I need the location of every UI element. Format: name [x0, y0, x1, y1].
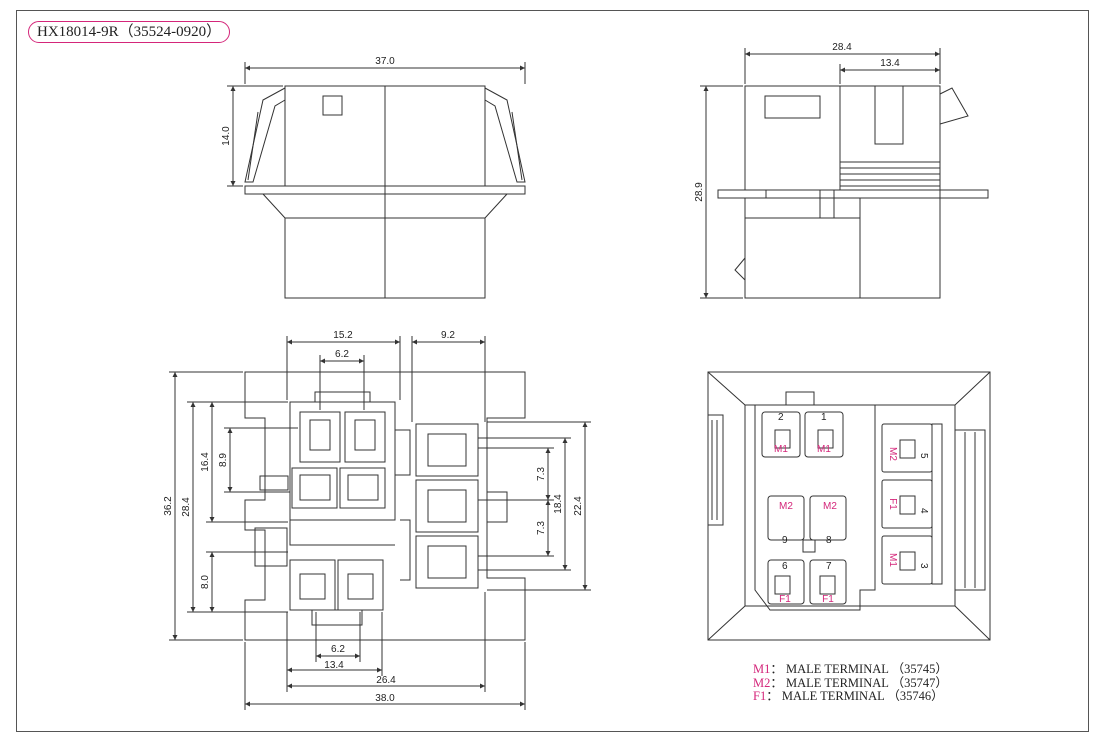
dim-front-16-4: 16.4 [200, 452, 211, 472]
cavity-number: 7 [826, 561, 832, 572]
dim-front-26-4: 26.4 [376, 675, 396, 686]
dim-front-6-2-bottom: 6.2 [331, 644, 345, 655]
legend-text: MALE TERMINAL （35745） [786, 662, 948, 676]
dim-side-inner: 13.4 [880, 58, 900, 69]
cavity-number: 8 [826, 535, 832, 546]
legend-separator: ： [770, 675, 783, 690]
terminal-code: M2 [823, 501, 837, 512]
terminal-code: M2 [779, 501, 793, 512]
legend-code: M2 [753, 675, 771, 690]
dim-front-22-4: 22.4 [573, 496, 584, 516]
terminal-code: F1 [779, 594, 791, 605]
dim-front-15-2: 15.2 [333, 330, 353, 341]
terminal-code: M1 [774, 444, 788, 455]
cavity-number: 2 [778, 412, 784, 423]
dim-front-6-2-top: 6.2 [335, 349, 349, 360]
dim-front-36-2: 36.2 [163, 496, 174, 516]
dim-front-8-9: 8.9 [218, 453, 229, 467]
legend-separator: ： [766, 689, 779, 703]
dim-side-width: 28.4 [832, 42, 852, 53]
legend-separator: ： [770, 662, 783, 676]
dim-side-height: 28.9 [694, 182, 705, 202]
terminal-code: M1 [887, 553, 898, 567]
legend-text: MALE TERMINAL （35747） [786, 675, 948, 690]
legend-text: MALE TERMINAL （35746） [781, 689, 944, 703]
cavity-number: 4 [918, 508, 929, 514]
dim-front-7-3-b: 7.3 [536, 521, 547, 535]
cavity-number: 9 [782, 535, 788, 546]
top-view-left [227, 62, 526, 299]
dim-front-28-4: 28.4 [181, 497, 192, 517]
cavity-number: 5 [918, 453, 929, 459]
dim-front-38-0: 38.0 [375, 693, 395, 704]
dim-front-7-3-a: 7.3 [536, 467, 547, 481]
terminal-code: M1 [817, 444, 831, 455]
cavity-number: 3 [918, 563, 929, 569]
terminal-code: F1 [887, 498, 898, 510]
legend-row: F1： MALE TERMINAL （35746） [753, 689, 948, 704]
legend-code: F1 [753, 689, 767, 703]
front-view [169, 336, 591, 710]
legend-row: M2： MALE TERMINAL （35747） [753, 675, 948, 691]
cavity-number: 1 [821, 412, 827, 423]
dim-front-9-2: 9.2 [441, 330, 455, 341]
drawing-frame [16, 10, 1089, 732]
terminal-legend: M1： MALE TERMINAL （35745） M2： MALE TERMI… [753, 662, 948, 704]
dim-front-18-4: 18.4 [553, 494, 564, 514]
top-view-right [700, 48, 989, 299]
legend-code: M1 [753, 662, 771, 676]
cavity-number: 6 [782, 561, 788, 572]
dim-top-height: 14.0 [221, 126, 232, 146]
rear-view [707, 371, 991, 641]
dim-front-13-4: 13.4 [324, 660, 344, 671]
dim-top-width: 37.0 [375, 56, 395, 67]
legend-row: M1： MALE TERMINAL （35745） [753, 662, 948, 677]
terminal-code: M2 [887, 447, 898, 461]
dim-front-8-0: 8.0 [200, 575, 211, 589]
terminal-code: F1 [822, 594, 834, 605]
part-number-title: HX18014-9R（35524-0920） [28, 21, 231, 43]
